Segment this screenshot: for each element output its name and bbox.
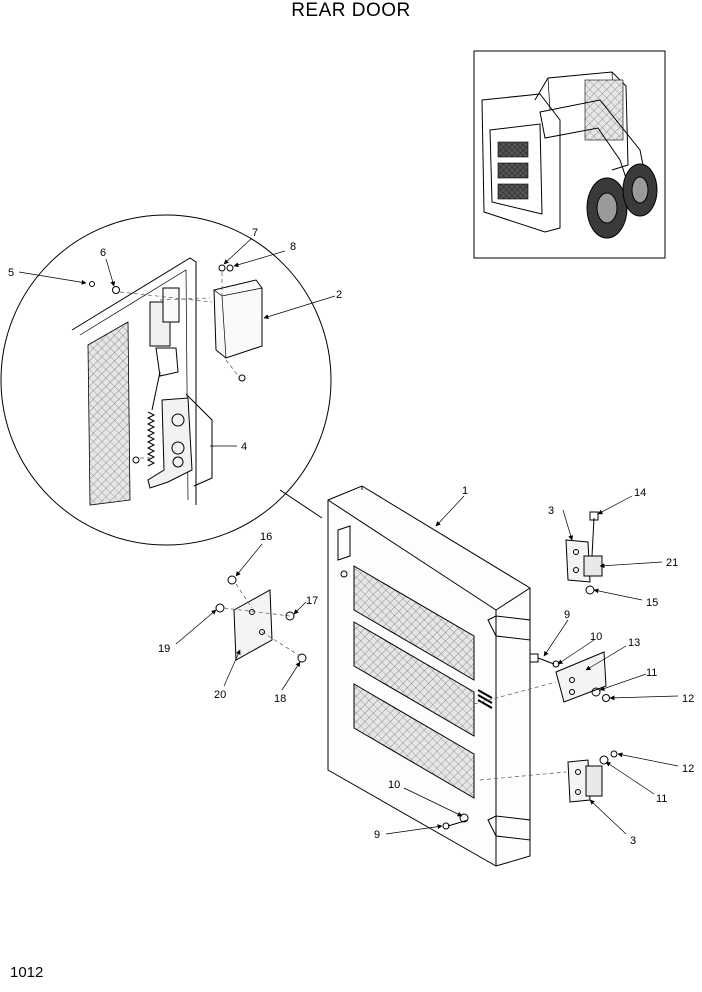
callout-4: 4 bbox=[241, 441, 247, 453]
callout-19: 19 bbox=[158, 643, 170, 655]
cab-screen bbox=[584, 79, 624, 141]
callout-12-upper: 12 bbox=[682, 693, 694, 705]
callout-21: 21 bbox=[666, 557, 678, 569]
callout-7: 7 bbox=[252, 227, 258, 239]
callout-10-lower: 10 bbox=[388, 779, 400, 791]
callout-9-lower: 9 bbox=[374, 829, 380, 841]
vent-slots bbox=[477, 689, 493, 709]
latch-detail-circle bbox=[0, 214, 336, 546]
callout-12-lower: 12 bbox=[682, 763, 694, 775]
callout-3-upper: 3 bbox=[548, 505, 554, 517]
washer-icon bbox=[112, 286, 120, 294]
inset-wheels bbox=[586, 163, 658, 239]
callout-1: 1 bbox=[462, 485, 468, 497]
callout-15: 15 bbox=[646, 597, 658, 609]
callout-10-upper: 10 bbox=[590, 631, 602, 643]
bolt-icon bbox=[442, 813, 469, 830]
latch-lock bbox=[147, 397, 193, 489]
rear-door-assembly bbox=[327, 485, 567, 867]
hinge-plate bbox=[555, 651, 607, 703]
callout-8: 8 bbox=[290, 241, 296, 253]
callout-16: 16 bbox=[260, 531, 272, 543]
callout-leaders bbox=[175, 495, 679, 835]
inset-grille-top bbox=[497, 141, 529, 158]
bolt-icon bbox=[529, 653, 560, 668]
callout-14: 14 bbox=[634, 487, 646, 499]
latch-cover bbox=[213, 279, 263, 359]
striker-plate bbox=[215, 575, 307, 663]
callout-5: 5 bbox=[8, 267, 14, 279]
nut-icon bbox=[602, 694, 610, 702]
bolt-icon bbox=[218, 264, 226, 272]
door-grille-middle bbox=[353, 621, 475, 737]
callout-labels: 1 2 3 3 4 5 6 7 8 9 9 10 10 11 11 12 12 … bbox=[8, 227, 694, 847]
callout-6: 6 bbox=[100, 247, 106, 259]
callout-11-upper: 11 bbox=[646, 667, 657, 679]
washer-icon bbox=[591, 687, 601, 697]
detail-mesh-panel bbox=[87, 321, 131, 506]
door-grille-bottom bbox=[353, 683, 475, 799]
callout-13: 13 bbox=[628, 637, 640, 649]
callout-17: 17 bbox=[306, 595, 318, 607]
inset-grille-bottom bbox=[497, 183, 529, 200]
callout-2: 2 bbox=[336, 289, 342, 301]
lower-hinge bbox=[567, 750, 618, 803]
callout-20: 20 bbox=[214, 689, 226, 701]
machine-overview-inset bbox=[473, 50, 666, 259]
callout-18: 18 bbox=[274, 693, 286, 705]
page-number: 1012 bbox=[10, 964, 44, 981]
callout-9-upper: 9 bbox=[564, 609, 570, 621]
upper-hinge bbox=[565, 511, 603, 595]
callout-3-lower: 3 bbox=[630, 835, 636, 847]
inset-grille-mid bbox=[497, 162, 529, 179]
page-title: REAR DOOR bbox=[291, 0, 411, 21]
door-grille-top bbox=[353, 565, 475, 681]
callout-11-lower: 11 bbox=[656, 793, 667, 805]
